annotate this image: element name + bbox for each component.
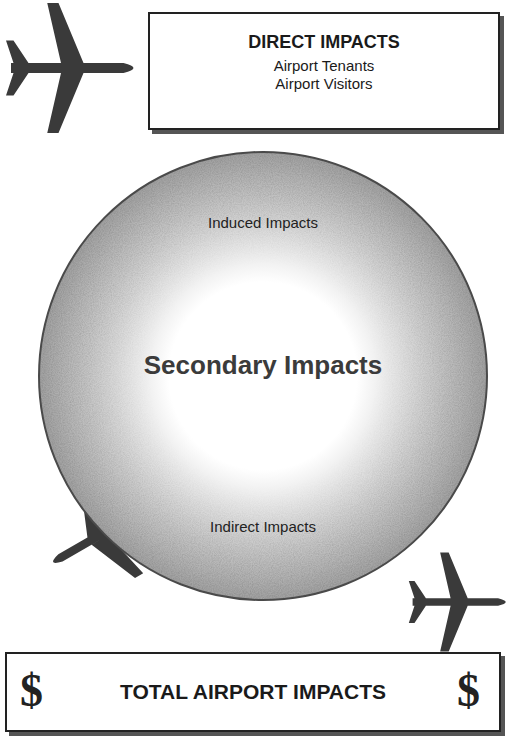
- box-body: Airport Tenants: [150, 57, 498, 74]
- total-impacts-box: TOTAL AIRPORT IMPACTS: [5, 652, 501, 732]
- circle-heading: Secondary Impacts: [37, 350, 489, 381]
- direct-impacts-box: DIRECT IMPACTS Airport TenantsAirport Vis…: [148, 12, 500, 130]
- ring-label: Induced Impacts: [37, 214, 489, 231]
- secondary-impacts-circle: Induced ImpactsSecondary ImpactsIndirect…: [37, 150, 489, 602]
- airplane-icon: [6, 3, 134, 133]
- box-heading: DIRECT IMPACTS: [150, 32, 498, 53]
- box-heading: TOTAL AIRPORT IMPACTS: [7, 654, 499, 730]
- dollar-symbol: $: [20, 668, 43, 714]
- box-body: Airport Visitors: [150, 75, 498, 92]
- dollar-symbol: $: [457, 668, 480, 714]
- ring-label: Indirect Impacts: [37, 518, 489, 535]
